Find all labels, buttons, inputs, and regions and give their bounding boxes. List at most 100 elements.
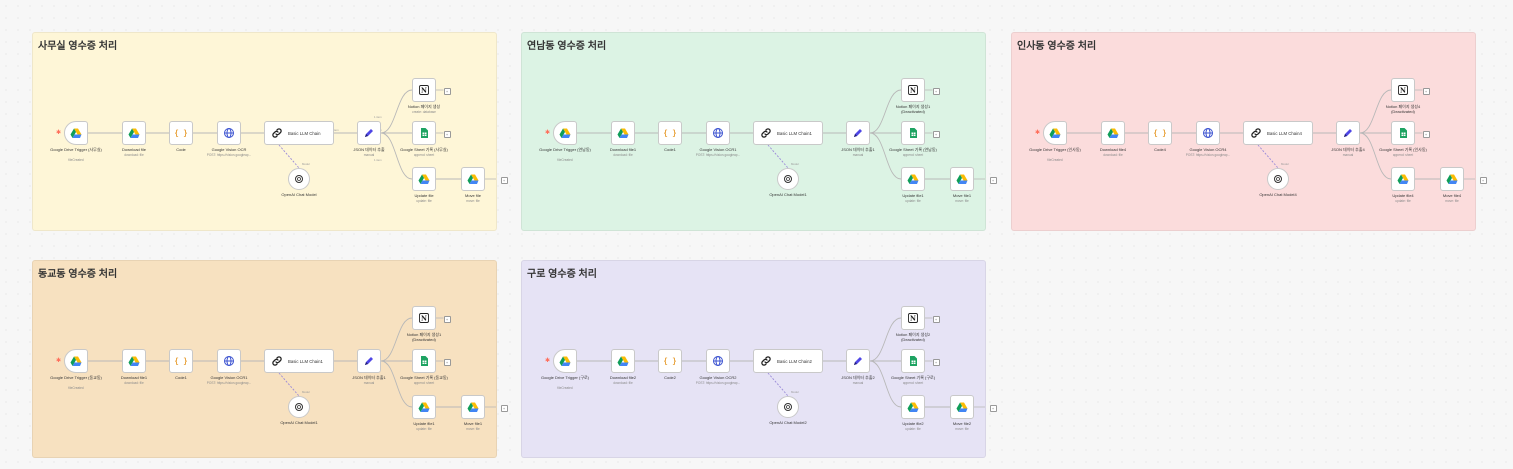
code-node[interactable]: { } <box>1148 121 1172 145</box>
add-node-handle[interactable]: + <box>932 130 940 138</box>
openai-chat-model-node[interactable] <box>777 396 799 418</box>
add-node-handle[interactable]: + <box>443 358 451 366</box>
basic-llm-chain-node[interactable]: Basic LLM Chain2 <box>753 349 823 373</box>
openai-chat-model-node[interactable] <box>288 168 310 190</box>
node-label: OpenAI Chat Model4 <box>1259 192 1297 197</box>
add-node-handle[interactable]: + <box>443 315 451 323</box>
download-file-node[interactable] <box>1101 121 1125 145</box>
google-sheet-append-node[interactable] <box>412 121 436 145</box>
google-sheet-append-node[interactable] <box>1391 121 1415 145</box>
node-label: Google Vision OCR4 <box>1189 147 1227 152</box>
node-label: Download file <box>121 147 146 152</box>
basic-llm-chain-node[interactable]: Basic LLM Chain1 <box>264 349 334 373</box>
node-label: Notion 페이지 생성1 (Deactivated) <box>895 104 931 114</box>
add-node-handle[interactable]: + <box>932 87 940 95</box>
add-node-handle[interactable]: + <box>1422 87 1430 95</box>
basic-llm-chain-node[interactable]: Basic LLM Chain4 <box>1243 121 1313 145</box>
google-sheet-append-node[interactable] <box>901 349 925 373</box>
add-node-handle[interactable]: + <box>1479 176 1487 184</box>
edge-item-count: 1 item <box>331 128 339 132</box>
svg-text:{ }: { } <box>664 129 676 138</box>
update-file-node[interactable] <box>412 167 436 191</box>
json-extract-node[interactable] <box>846 349 870 373</box>
add-node-handle[interactable]: + <box>932 358 940 366</box>
openai-chat-model-node[interactable] <box>1267 168 1289 190</box>
add-node-handle[interactable]: + <box>443 130 451 138</box>
basic-llm-chain-node[interactable]: Basic LLM Chain1 <box>753 121 823 145</box>
google-vision-ocr-node[interactable] <box>706 349 730 373</box>
add-node-handle[interactable]: + <box>932 315 940 323</box>
trigger-bolt-icon: ✱ <box>545 130 551 136</box>
openai-chat-model-node[interactable] <box>288 396 310 418</box>
notion-create-page-node[interactable]: N <box>901 306 925 330</box>
google-vision-ocr-node[interactable] <box>217 349 241 373</box>
move-file-node[interactable] <box>950 167 974 191</box>
code-node[interactable]: { } <box>658 349 682 373</box>
update-file-node[interactable] <box>412 395 436 419</box>
update-file-node[interactable] <box>901 167 925 191</box>
add-node-handle[interactable]: + <box>443 87 451 95</box>
code-node[interactable]: { } <box>169 121 193 145</box>
add-node-handle[interactable]: + <box>500 176 508 184</box>
notion-create-page-node[interactable]: N <box>901 78 925 102</box>
node-subtitle: POST: https://vision.googleap... <box>695 381 741 385</box>
node-label: Update file4 <box>1392 193 1414 198</box>
google-drive-trigger-node[interactable] <box>64 349 88 373</box>
google-vision-ocr-node[interactable] <box>706 121 730 145</box>
chain-link-icon <box>760 127 772 139</box>
openai-chat-model-node[interactable] <box>777 168 799 190</box>
google-drive-trigger-node[interactable] <box>553 121 577 145</box>
basic-llm-chain-node[interactable]: Basic LLM Chain <box>264 121 334 145</box>
google-sheet-append-node[interactable] <box>901 121 925 145</box>
add-node-handle[interactable]: + <box>989 176 997 184</box>
notion-create-page-node[interactable]: N <box>412 306 436 330</box>
code-node[interactable]: { } <box>169 349 193 373</box>
node-subtitle: manual <box>852 153 864 157</box>
google-drive-trigger-node[interactable] <box>553 349 577 373</box>
google-vision-ocr-node[interactable] <box>217 121 241 145</box>
move-file-node[interactable] <box>1440 167 1464 191</box>
node-subtitle: update: file <box>1395 199 1411 203</box>
svg-text:{ }: { } <box>175 129 187 138</box>
node-subtitle: POST: https://vision.googleap... <box>695 153 741 157</box>
google-drive-trigger-node[interactable] <box>1043 121 1067 145</box>
json-extract-node[interactable] <box>1336 121 1360 145</box>
download-file-node[interactable] <box>611 121 635 145</box>
google-drive-icon <box>418 401 430 413</box>
add-node-handle[interactable]: + <box>1422 130 1430 138</box>
add-node-handle[interactable]: + <box>500 404 508 412</box>
json-extract-node[interactable] <box>846 121 870 145</box>
move-file-node[interactable] <box>461 167 485 191</box>
google-drive-trigger-node[interactable] <box>64 121 88 145</box>
notion-icon: N <box>907 84 919 96</box>
node-subtitle: download: file <box>124 381 144 385</box>
update-file-node[interactable] <box>1391 167 1415 191</box>
add-node-handle[interactable]: + <box>989 404 997 412</box>
json-extract-node[interactable] <box>357 121 381 145</box>
node-label: Update file1 <box>902 193 924 198</box>
download-file-node[interactable] <box>122 121 146 145</box>
update-file-node[interactable] <box>901 395 925 419</box>
download-file-node[interactable] <box>122 349 146 373</box>
ai-model-wire <box>767 144 789 169</box>
google-vision-ocr-node[interactable] <box>1196 121 1220 145</box>
google-drive-icon <box>1397 173 1409 185</box>
svg-text:N: N <box>910 315 916 323</box>
model-port-label: Model <box>791 390 799 394</box>
notion-create-page-node[interactable]: N <box>412 78 436 102</box>
download-file-node[interactable] <box>611 349 635 373</box>
move-file-node[interactable] <box>461 395 485 419</box>
chain-link-icon <box>271 355 283 367</box>
node-label: Code2 <box>664 375 676 380</box>
google-sheet-append-node[interactable] <box>412 349 436 373</box>
move-file-node[interactable] <box>950 395 974 419</box>
json-extract-node[interactable] <box>357 349 381 373</box>
notion-create-page-node[interactable]: N <box>1391 78 1415 102</box>
node-subtitle: manual <box>363 381 375 385</box>
code-node[interactable]: { } <box>658 121 682 145</box>
